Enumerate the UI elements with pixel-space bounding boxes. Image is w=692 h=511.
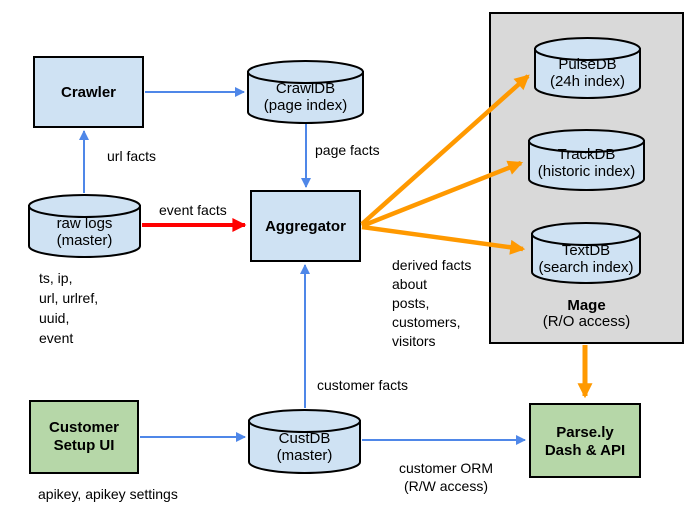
customer-setup-line1: Customer xyxy=(48,419,119,436)
derived-facts-line: posts, xyxy=(392,295,430,311)
trackdb-label: TrackDB (historic index) xyxy=(529,146,644,180)
parsely-label: Parse.ly Dash & API xyxy=(530,424,640,460)
crawler-label: Crawler xyxy=(60,84,117,101)
trackdb-sub: (historic index) xyxy=(537,163,636,180)
rawlogs-name: raw logs xyxy=(56,215,113,232)
derived-facts-line: about xyxy=(392,276,428,292)
trackdb-name: TrackDB xyxy=(557,146,616,163)
rawlog-field-line: url, urlref, xyxy=(39,290,99,306)
customer-setup-line2: Setup UI xyxy=(53,437,115,454)
crawldb-sub: (page index) xyxy=(263,97,348,114)
rawlog-field-line: ts, ip, xyxy=(39,270,73,286)
customer-facts-label: customer facts xyxy=(317,377,409,393)
rawlog-field-line: uuid, xyxy=(39,310,70,326)
arrow-aggregator-to-trackdb xyxy=(361,160,524,229)
arrow-aggregator-to-pulsedb xyxy=(360,74,530,226)
rawlogs-cylinder xyxy=(28,194,141,258)
crawldb-cylinder xyxy=(247,60,364,124)
mage-name: Mage xyxy=(567,297,606,314)
textdb-name: TextDB xyxy=(561,242,611,259)
event-facts-label: event facts xyxy=(159,202,227,218)
derived-facts-label: derived facts about posts, customers, vi… xyxy=(392,256,471,351)
derived-facts-line: derived facts xyxy=(392,257,472,273)
crawldb-name: CrawlDB xyxy=(275,80,336,97)
custdb-cylinder xyxy=(248,409,361,474)
rawlog-field-line: event xyxy=(39,330,74,346)
rawlogs-sub: (master) xyxy=(56,232,113,249)
apikey-note: apikey, apikey settings xyxy=(38,486,178,502)
parsely-dash-api-box xyxy=(529,403,641,478)
derived-facts-line: customers, xyxy=(392,314,461,330)
custdb-sub: (master) xyxy=(276,447,333,464)
parsely-line1: Parse.ly xyxy=(556,424,614,441)
rawlogs-label: raw logs (master) xyxy=(29,215,140,249)
rawlog-fields-note: ts, ip, url, urlref, uuid, event xyxy=(39,268,98,348)
custdb-name: CustDB xyxy=(278,430,331,447)
derived-facts-line: visitors xyxy=(392,333,436,349)
customer-orm-line: (R/W access) xyxy=(404,478,488,494)
mage-label: Mage (R/O access) xyxy=(490,298,683,330)
trackdb-cylinder xyxy=(528,129,645,191)
pulsedb-name: PulseDB xyxy=(558,56,617,73)
crawldb-label: CrawlDB (page index) xyxy=(248,80,363,114)
customer-orm-line: customer ORM xyxy=(398,460,494,476)
custdb-label: CustDB (master) xyxy=(249,430,360,464)
aggregator-box xyxy=(250,190,361,262)
customer-orm-label: customer ORM (R/W access) xyxy=(391,459,501,495)
aggregator-label: Aggregator xyxy=(265,218,346,235)
customer-setup-ui-label: Customer Setup UI xyxy=(30,419,138,455)
parsely-line2: Dash & API xyxy=(544,442,626,459)
textdb-label: TextDB (search index) xyxy=(532,242,640,276)
crawler-box xyxy=(33,56,144,128)
mage-sub: (R/O access) xyxy=(542,313,631,330)
pulsedb-label: PulseDB (24h index) xyxy=(535,56,640,90)
textdb-sub: (search index) xyxy=(538,259,634,276)
arrow-aggregator-to-textdb xyxy=(361,224,526,255)
textdb-cylinder xyxy=(531,222,641,284)
page-facts-label: page facts xyxy=(315,142,380,158)
url-facts-label: url facts xyxy=(107,148,157,164)
customer-setup-ui-box xyxy=(29,400,139,474)
pulsedb-cylinder xyxy=(534,37,641,99)
pulsedb-sub: (24h index) xyxy=(549,73,626,90)
